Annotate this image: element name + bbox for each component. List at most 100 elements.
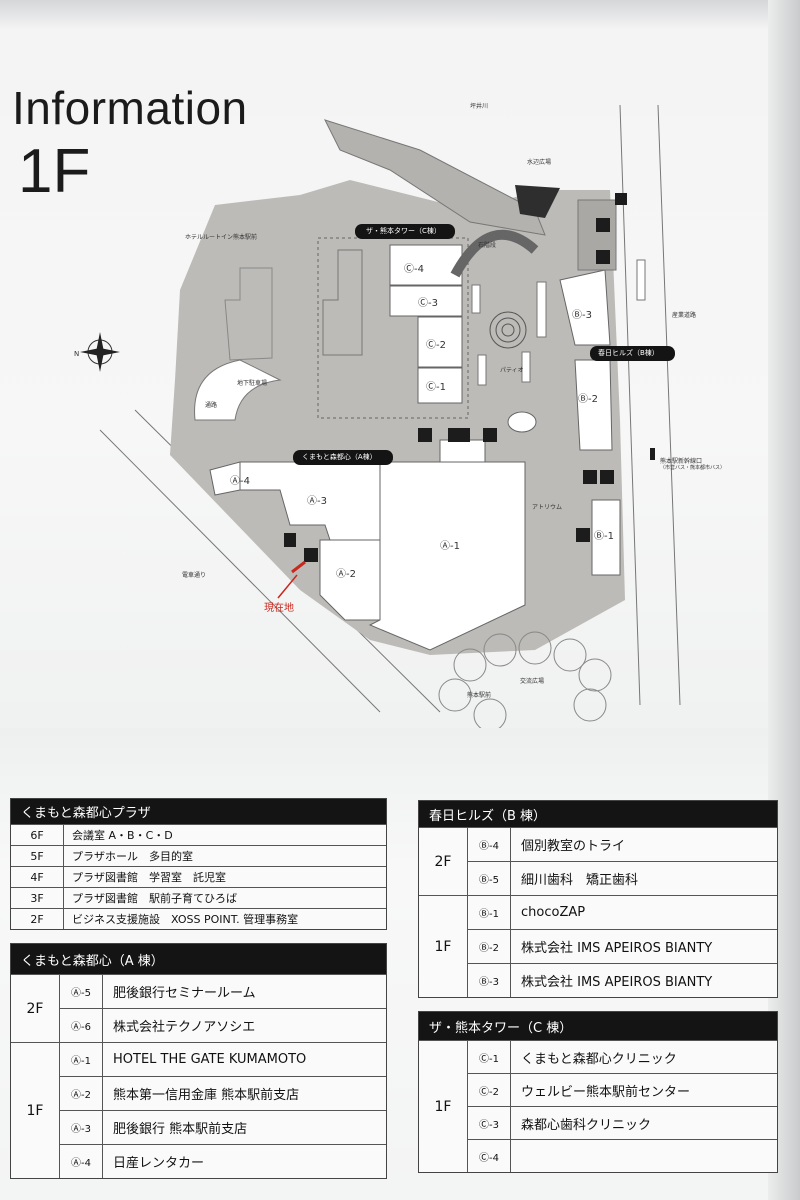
unit-label-a2: Ⓐ-2 [336, 569, 356, 580]
tenant-code: Ⓐ-1 [60, 1043, 103, 1076]
unit-b3 [559, 269, 611, 346]
building-a-floor-group: 1F Ⓐ-1 HOTEL THE GATE KUMAMOTO Ⓐ-2 熊本第一信… [11, 1042, 386, 1178]
building-b-directory: 春日ヒルズ（B 棟） 2F Ⓑ-4 個別教室のトライ Ⓑ-5 細川歯科 矯正歯科… [418, 800, 778, 998]
page-title: Information [12, 82, 248, 134]
floor-label: 1F [419, 896, 468, 997]
floor-label: 1F [18, 137, 91, 206]
tenant-row: Ⓐ-5 肥後銀行セミナールーム [60, 975, 386, 1008]
building-b-title: 春日ヒルズ（B 棟） [419, 801, 777, 827]
tenant-code: Ⓐ-2 [60, 1077, 103, 1110]
label-patio: パティオ [500, 367, 524, 374]
parking-ramp [194, 359, 282, 421]
tenant-row: Ⓐ-1 HOTEL THE GATE KUMAMOTO [60, 1043, 386, 1076]
plaza-row: 3F プラザ図書館 駅前子育てひろば [11, 887, 386, 908]
tenant-name: 細川歯科 矯正歯科 [521, 873, 639, 888]
unit-label-c3: Ⓒ-3 [418, 298, 438, 309]
tenant-row: Ⓑ-4 個別教室のトライ [468, 828, 777, 861]
callout-hills-b [590, 346, 675, 361]
tenant-code: Ⓒ-2 [468, 1074, 511, 1106]
tenant-row: Ⓐ-6 株式会社テクノアソシエ [60, 1008, 386, 1042]
tenant-code: Ⓒ-4 [468, 1140, 511, 1172]
tenant-row: Ⓐ-2 熊本第一信用金庫 熊本駅前支店 [60, 1076, 386, 1110]
label-kumamoto-a: くまもと森都心（A棟） [302, 453, 377, 461]
plaza-facilities: プラザ図書館 学習室 託児室 [72, 871, 226, 884]
label-bus-stop: 熊本駅新幹線口 [660, 458, 703, 465]
label-national-road: 産業道路 [672, 312, 697, 319]
label-tram-street: 電車通り [182, 572, 207, 579]
unit-label-b3: Ⓑ-3 [572, 310, 592, 321]
patio-ring [489, 311, 527, 349]
label-waterfront: 水辺広場 [527, 159, 552, 166]
plaza-floor: 5F [11, 846, 64, 866]
tenant-code: Ⓐ-5 [60, 975, 103, 1008]
riverside-slope [324, 119, 546, 236]
road-line [657, 104, 681, 706]
tenant-code: Ⓑ-5 [468, 862, 511, 895]
tenant-row: Ⓒ-3 森都心歯科クリニック [468, 1106, 777, 1139]
building-a-title: くまもと森都心（A 棟） [11, 944, 386, 974]
label-exchange: 交流広場 [520, 678, 545, 685]
motorbike-icon [600, 470, 614, 484]
tenant-code: Ⓑ-3 [468, 964, 511, 997]
restroom-icon [418, 428, 432, 442]
plaza-row: 4F プラザ図書館 学習室 託児室 [11, 866, 386, 887]
label-hills: 春日ヒルズ（B棟） [598, 349, 659, 357]
site-map: N [74, 104, 681, 728]
plaza-floor: 6F [11, 825, 64, 845]
plaza-row: 5F プラザホール 多目的室 [11, 845, 386, 866]
plaza-floor: 4F [11, 867, 64, 887]
building-a-floor-group: 2F Ⓐ-5 肥後銀行セミナールーム Ⓐ-6 株式会社テクノアソシエ [11, 974, 386, 1042]
hotel-outline [224, 267, 273, 361]
tenant-row: Ⓑ-5 細川歯科 矯正歯科 [468, 861, 777, 895]
tenant-row: Ⓐ-4 日産レンタカー [60, 1144, 386, 1178]
tenant-code: Ⓐ-4 [60, 1145, 103, 1178]
unit-a1 [368, 461, 526, 651]
bus-stop-icon [650, 448, 655, 460]
floor-label: 2F [419, 828, 468, 895]
escalator-icon [304, 548, 318, 562]
tenant-row: Ⓒ-4 [468, 1139, 777, 1172]
stone-steps [450, 229, 539, 278]
road-line [99, 429, 381, 713]
tenant-name: 個別教室のトライ [521, 839, 626, 854]
map-labels: 坪井川 水辺広場 ホテルルートイン熊本駅前 ザ・熊本タワー（C棟） 石階段 春日… [182, 103, 726, 699]
tenant-row: Ⓑ-2 株式会社 IMS APEIROS BIANTY [468, 929, 777, 963]
plaza-facilities: プラザ図書館 駅前子育てひろば [72, 892, 237, 905]
tenant-code: Ⓑ-4 [468, 828, 511, 861]
escalator-icon [448, 428, 470, 442]
unit-c4 [389, 244, 463, 286]
floor-label: 1F [11, 1043, 60, 1178]
patio-ring [501, 323, 515, 337]
tenant-code: Ⓑ-2 [468, 930, 511, 963]
building-a-directory: くまもと森都心（A 棟） 2F Ⓐ-5 肥後銀行セミナールーム Ⓐ-6 株式会社… [10, 943, 387, 1179]
bench [536, 281, 547, 338]
label-bus-sub: （市営バス・熊本都市バス） [660, 465, 726, 471]
floor-label: 1F [419, 1041, 468, 1172]
compass-north-label: N [74, 350, 79, 358]
tenant-row: Ⓒ-1 くまもと森都心クリニック [468, 1041, 777, 1073]
unit-a2 [319, 539, 381, 621]
unit-b1 [591, 499, 621, 576]
info-icon [615, 193, 627, 205]
unit-c3 [389, 285, 463, 317]
tenant-name: 肥後銀行セミナールーム [113, 986, 256, 1001]
tenant-name: 株式会社テクノアソシエ [113, 1020, 256, 1035]
tenant-code: Ⓑ-1 [468, 896, 511, 929]
label-parking: 地下駐車場 [237, 380, 268, 387]
unit-c2 [417, 316, 463, 368]
bicycle-icon [583, 470, 597, 484]
tenant-name: 森都心歯科クリニック [521, 1117, 652, 1133]
bicycle-icon [596, 250, 610, 264]
plaza-facilities: プラザホール 多目的室 [72, 850, 193, 863]
bench [521, 351, 531, 383]
exchange-plaza-canopy [438, 631, 612, 728]
unit-label-b2: Ⓑ-2 [578, 394, 598, 405]
unit-label-c2: Ⓒ-2 [426, 340, 446, 351]
tenant-code: Ⓒ-3 [468, 1107, 511, 1139]
unit-label-c4: Ⓒ-4 [404, 264, 424, 275]
tenant-name: くまもと森都心クリニック [521, 1051, 677, 1067]
tenant-name: 熊本第一信用金庫 熊本駅前支店 [113, 1088, 300, 1103]
tenant-row: Ⓒ-2 ウェルビー熊本駅前センター [468, 1073, 777, 1106]
elevator-icon [284, 533, 296, 547]
unit-label-c1: Ⓒ-1 [426, 382, 446, 393]
